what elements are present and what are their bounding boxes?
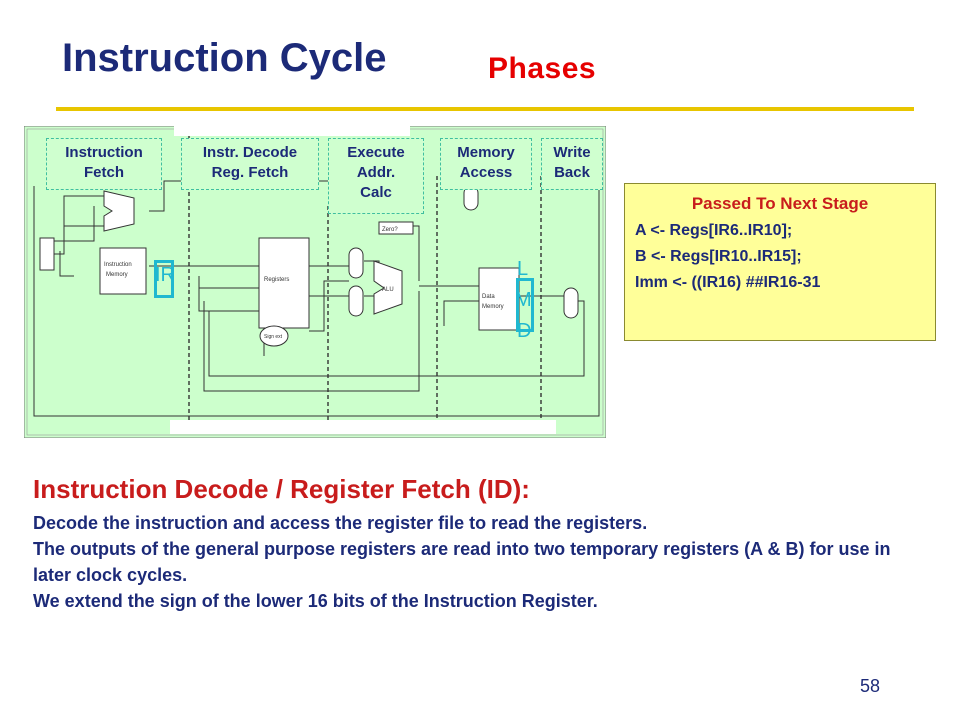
phase-label-write-back: Write Back	[541, 138, 603, 190]
body-paragraph: Decode the instruction and access the re…	[33, 513, 648, 533]
slide-title: Instruction Cycle	[62, 36, 387, 80]
stage-separators	[188, 136, 542, 420]
alu-block	[373, 260, 403, 315]
bottom-strip	[170, 420, 556, 434]
alu-mux-top	[348, 247, 364, 279]
ir-label: IR	[155, 264, 175, 286]
svg-text:Registers: Registers	[264, 277, 289, 283]
phase-label-decode: Instr. Decode Reg. Fetch	[181, 138, 319, 190]
top-strip	[174, 126, 410, 136]
phase-label-instruction-fetch: Instruction Fetch	[46, 138, 162, 190]
alu-mux-bottom	[348, 285, 364, 317]
slide-subtitle: Phases	[488, 52, 597, 85]
writeback-mux	[563, 287, 579, 319]
svg-text:Memory: Memory	[482, 304, 504, 310]
svg-text:Zero?: Zero?	[382, 227, 398, 233]
passed-line-b: B <- Regs[IR10..IR15];	[635, 248, 802, 265]
page-number: 58	[860, 676, 881, 696]
body-paragraph: The outputs of the general purpose regis…	[33, 539, 891, 585]
passed-line-a: A <- Regs[IR6..IR10];	[635, 222, 793, 239]
body-paragraph: We extend the sign of the lower 16 bits …	[33, 591, 598, 611]
phase-label-memory-access: Memory Access	[440, 138, 532, 190]
svg-text:Data: Data	[482, 294, 495, 300]
lmd-register-outline	[516, 278, 534, 332]
pc-register	[39, 237, 55, 271]
lmd-letter-m: M	[515, 289, 532, 311]
register-file-block	[258, 237, 310, 329]
title-underline	[56, 107, 914, 111]
sign-extend-block	[259, 325, 289, 347]
pc-adder	[103, 190, 135, 232]
section-body: Decode the instruction and access the re…	[33, 510, 913, 614]
svg-text:Memory: Memory	[106, 272, 128, 278]
passed-line-imm: Imm <- ((IR16) ##IR16-31	[635, 274, 821, 291]
svg-text:ALU: ALU	[382, 287, 394, 293]
section-heading: Instruction Decode / Register Fetch (ID)…	[33, 474, 530, 504]
svg-text:Sign ext: Sign ext	[264, 334, 283, 340]
svg-text:Instruction: Instruction	[104, 262, 132, 268]
phase-label-execute: Execute Addr. Calc	[328, 138, 424, 214]
data-memory-block	[478, 267, 520, 331]
zero-test-block	[378, 221, 414, 235]
lmd-letter-l: L	[517, 258, 529, 280]
instruction-memory-block	[99, 247, 147, 295]
passed-box-title: Passed To Next Stage	[691, 194, 869, 213]
datapath-diagram: Instruction Memory Registers Sign ext Ze…	[24, 126, 606, 438]
passed-to-next-stage-box: Passed To Next Stage A <- Regs[IR6..IR10…	[624, 183, 936, 341]
ir-register-outline	[154, 260, 174, 298]
